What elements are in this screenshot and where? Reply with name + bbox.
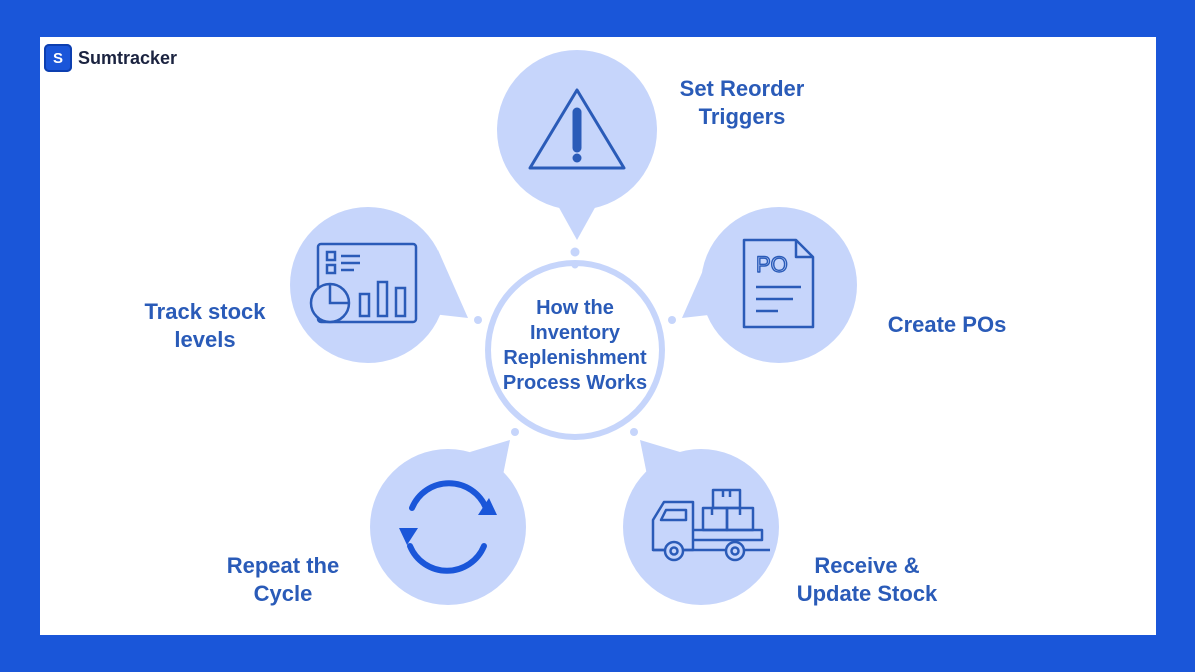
warning-icon bbox=[528, 88, 626, 170]
center-title: How the Inventory Replenishment Process … bbox=[490, 296, 660, 396]
step-label-track-stock-levels: Track stock levels bbox=[130, 298, 280, 354]
svg-text:PO: PO bbox=[756, 252, 788, 277]
bubble-create-pos bbox=[682, 207, 857, 363]
sumtracker-logo-icon: S bbox=[44, 44, 72, 72]
center-title-line: Process Works bbox=[502, 372, 648, 394]
dashboard-report-icon bbox=[309, 242, 418, 324]
step-label-line: levels bbox=[174, 327, 236, 352]
center-title-line: Replenishment bbox=[503, 347, 647, 369]
bubble-repeat-cycle bbox=[370, 440, 526, 605]
step-label-line: Track stock bbox=[144, 299, 266, 324]
step-label-set-reorder-triggers: Set Reorder Triggers bbox=[662, 75, 822, 131]
step-label-create-pos: Create POs bbox=[872, 311, 1022, 339]
brand-name: Sumtracker bbox=[78, 47, 178, 68]
step-label-line: Create POs bbox=[887, 312, 1007, 337]
bubble-receive-update-stock bbox=[623, 440, 779, 605]
step-label-line: Repeat the bbox=[226, 553, 340, 578]
brand-logo: S Sumtracker bbox=[44, 43, 177, 73]
bubble-track-stock-levels bbox=[290, 207, 468, 363]
step-label-line: Update Stock bbox=[796, 581, 938, 606]
center-title-line: Inventory bbox=[529, 322, 621, 344]
step-label-line: Receive & bbox=[814, 553, 920, 578]
step-label-line: Set Reorder bbox=[679, 76, 805, 101]
purchase-order-document-icon: PO bbox=[742, 238, 815, 329]
ring-connector-dots bbox=[474, 247, 676, 436]
step-label-line: Triggers bbox=[698, 104, 786, 129]
step-label-line: Cycle bbox=[253, 581, 313, 606]
step-label-repeat-cycle: Repeat the Cycle bbox=[208, 552, 358, 608]
delivery-truck-icon bbox=[651, 488, 770, 562]
refresh-cycle-icon bbox=[399, 480, 497, 574]
center-title-line: How the bbox=[536, 297, 614, 319]
step-label-receive-update-stock: Receive & Update Stock bbox=[782, 552, 952, 608]
